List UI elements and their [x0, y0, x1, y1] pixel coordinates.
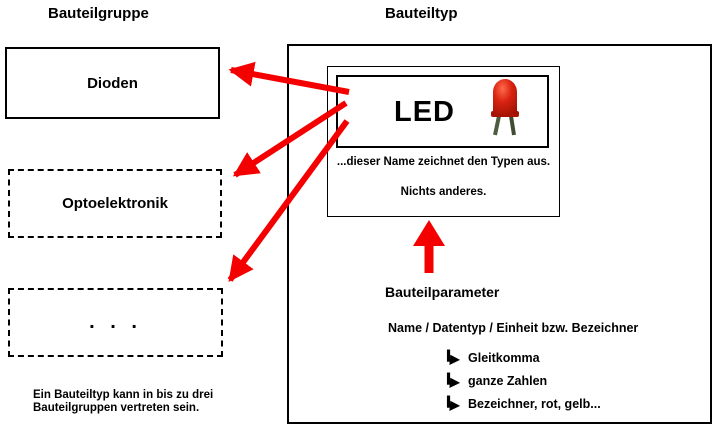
footnote-line1: Ein Bauteiltyp kann in bis zu drei	[33, 389, 214, 401]
branch-arrow-icon	[446, 372, 461, 389]
group-box-optoelektronik: Optoelektronik	[8, 169, 222, 238]
branch-arrow-icon	[446, 395, 461, 412]
group-label-optoelektronik: Optoelektronik	[62, 195, 168, 212]
parameter-type-label: Bezeichner, rot, gelb...	[468, 396, 601, 411]
group-label-dioden: Dioden	[87, 74, 138, 92]
parameter-type-item: ganze Zahlen	[446, 372, 547, 389]
parameter-type-label: Gleitkomma	[468, 350, 540, 365]
group-label-more: . . .	[89, 311, 142, 333]
group-box-dioden: Dioden	[5, 47, 220, 119]
parameter-type-item: Bezeichner, rot, gelb...	[446, 395, 601, 412]
footnote-line2: Bauteilgruppen vertreten sein.	[33, 402, 200, 414]
group-box-more: . . .	[8, 288, 223, 357]
type-name-caption2: Nichts anderes.	[400, 186, 487, 198]
parameter-type-label: ganze Zahlen	[468, 373, 548, 388]
parameter-header: Name / Datentyp / Einheit bzw. Bezeichne…	[388, 321, 639, 335]
led-icon	[488, 78, 522, 141]
footnote: Ein Bauteiltyp kann in bis zu drei Baute…	[33, 389, 213, 415]
branch-arrow-icon	[446, 349, 461, 366]
parameter-section-label: Bauteilparameter	[385, 284, 500, 300]
right-column-title: Bauteiltyp	[385, 5, 458, 22]
parameter-type-item: Gleitkomma	[446, 349, 540, 366]
left-column-title: Bauteilgruppe	[48, 5, 149, 22]
type-name-caption: ...dieser Name zeichnet den Typen aus.	[336, 156, 551, 168]
type-name-label: LED	[394, 96, 455, 128]
